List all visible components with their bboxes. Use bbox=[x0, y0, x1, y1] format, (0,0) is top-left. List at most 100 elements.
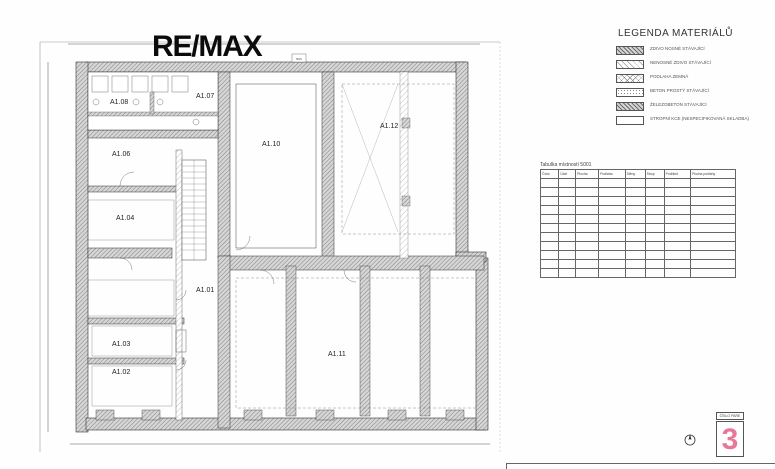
table-cell bbox=[558, 223, 577, 233]
table-cell bbox=[598, 268, 626, 278]
room-table-header-cell: Strop bbox=[644, 169, 665, 179]
legend-label: ZDIVO NOSNÉ STÁVAJÍCÍ bbox=[650, 46, 705, 51]
room-outline-a112 bbox=[341, 83, 455, 235]
table-cell bbox=[624, 250, 646, 260]
table-cell bbox=[690, 241, 736, 251]
table-cell bbox=[663, 205, 692, 215]
room-table-header-cell: Číslo bbox=[539, 169, 560, 179]
table-cell bbox=[558, 187, 577, 197]
table-cell bbox=[644, 250, 665, 260]
table-cell bbox=[575, 223, 600, 233]
brand-logo: RE/MAX bbox=[152, 30, 263, 63]
table-cell bbox=[539, 250, 560, 260]
table-cell bbox=[624, 196, 646, 206]
diagonal-line bbox=[341, 83, 399, 233]
table-cell bbox=[644, 205, 665, 215]
table-cell bbox=[558, 241, 577, 251]
table-cell bbox=[663, 259, 692, 269]
table-cell bbox=[644, 241, 665, 251]
table-cell bbox=[539, 205, 560, 215]
legend-label: NENOSNÉ ZDIVO STÁVAJÍCÍ bbox=[650, 60, 711, 65]
table-row bbox=[539, 259, 736, 269]
table-cell bbox=[575, 214, 600, 224]
table-row bbox=[539, 187, 736, 197]
table-cell bbox=[558, 250, 577, 260]
table-cell bbox=[663, 241, 692, 251]
table-cell bbox=[598, 205, 626, 215]
table-cell bbox=[539, 196, 560, 206]
small-tag-box bbox=[291, 53, 307, 63]
table-row bbox=[539, 223, 736, 233]
legend-swatch bbox=[616, 46, 644, 55]
room-label-a1-01: A1.01 bbox=[196, 287, 214, 294]
window-piers bbox=[95, 409, 465, 421]
north-arrow-icon bbox=[684, 434, 696, 446]
table-cell bbox=[690, 205, 736, 215]
table-cell bbox=[539, 223, 560, 233]
page-number: 3 bbox=[716, 421, 744, 457]
interior-walls bbox=[87, 71, 485, 429]
table-cell bbox=[624, 232, 646, 242]
room-table-header-cell: Podhled bbox=[663, 169, 692, 179]
legend-label: BETON PROSTÝ STÁVAJÍCÍ bbox=[650, 88, 709, 93]
columns bbox=[175, 117, 411, 353]
table-cell bbox=[575, 232, 600, 242]
table-cell bbox=[598, 259, 626, 269]
table-cell bbox=[644, 232, 665, 242]
table-cell bbox=[624, 205, 646, 215]
legend-label: STROPNÍ KCE (NESPECIFIKOVANÁ SKLADBA) bbox=[650, 116, 749, 121]
table-cell bbox=[663, 268, 692, 278]
table-cell bbox=[644, 214, 665, 224]
table-cell bbox=[624, 187, 646, 197]
table-row bbox=[539, 232, 736, 242]
table-cell bbox=[690, 268, 736, 278]
table-cell bbox=[690, 196, 736, 206]
page-label: ČÍSLO PARE bbox=[716, 412, 744, 420]
table-cell bbox=[598, 196, 626, 206]
room-table-header-cell: Stěny bbox=[624, 169, 646, 179]
table-row bbox=[539, 178, 736, 188]
legend-swatch bbox=[616, 102, 644, 111]
table-cell bbox=[575, 268, 600, 278]
table-cell bbox=[663, 196, 692, 206]
table-cell bbox=[575, 196, 600, 206]
table-cell bbox=[558, 214, 577, 224]
table-cell bbox=[539, 187, 560, 197]
table-row bbox=[539, 214, 736, 224]
legend-swatch bbox=[616, 116, 644, 125]
table-cell bbox=[690, 178, 736, 188]
left-rooms bbox=[87, 199, 175, 407]
table-cell bbox=[598, 250, 626, 260]
door-swings bbox=[119, 171, 357, 371]
table-cell bbox=[644, 223, 665, 233]
title-block-edge bbox=[506, 463, 775, 469]
legend-swatch bbox=[616, 74, 644, 83]
table-cell bbox=[663, 223, 692, 233]
exterior-walls bbox=[75, 61, 489, 433]
room-table-header-cell: Plocha bbox=[575, 169, 600, 179]
room-label-a1-08: A1.08 bbox=[110, 99, 128, 106]
table-cell bbox=[624, 241, 646, 251]
room-label-a1-02: A1.02 bbox=[112, 369, 130, 376]
table-cell bbox=[624, 223, 646, 233]
table-cell bbox=[598, 223, 626, 233]
table-cell bbox=[624, 178, 646, 188]
table-cell bbox=[558, 196, 577, 206]
table-cell bbox=[558, 178, 577, 188]
table-cell bbox=[575, 178, 600, 188]
table-cell bbox=[624, 268, 646, 278]
table-cell bbox=[663, 232, 692, 242]
table-cell bbox=[644, 259, 665, 269]
table-cell bbox=[598, 214, 626, 224]
table-cell bbox=[690, 259, 736, 269]
room-outline-a111 bbox=[235, 277, 477, 409]
table-cell bbox=[598, 241, 626, 251]
table-cell bbox=[663, 178, 692, 188]
room-outline-a110 bbox=[235, 83, 317, 249]
room-label-a1-10: A1.10 bbox=[262, 141, 280, 148]
small-tag: 5001 bbox=[296, 57, 302, 61]
